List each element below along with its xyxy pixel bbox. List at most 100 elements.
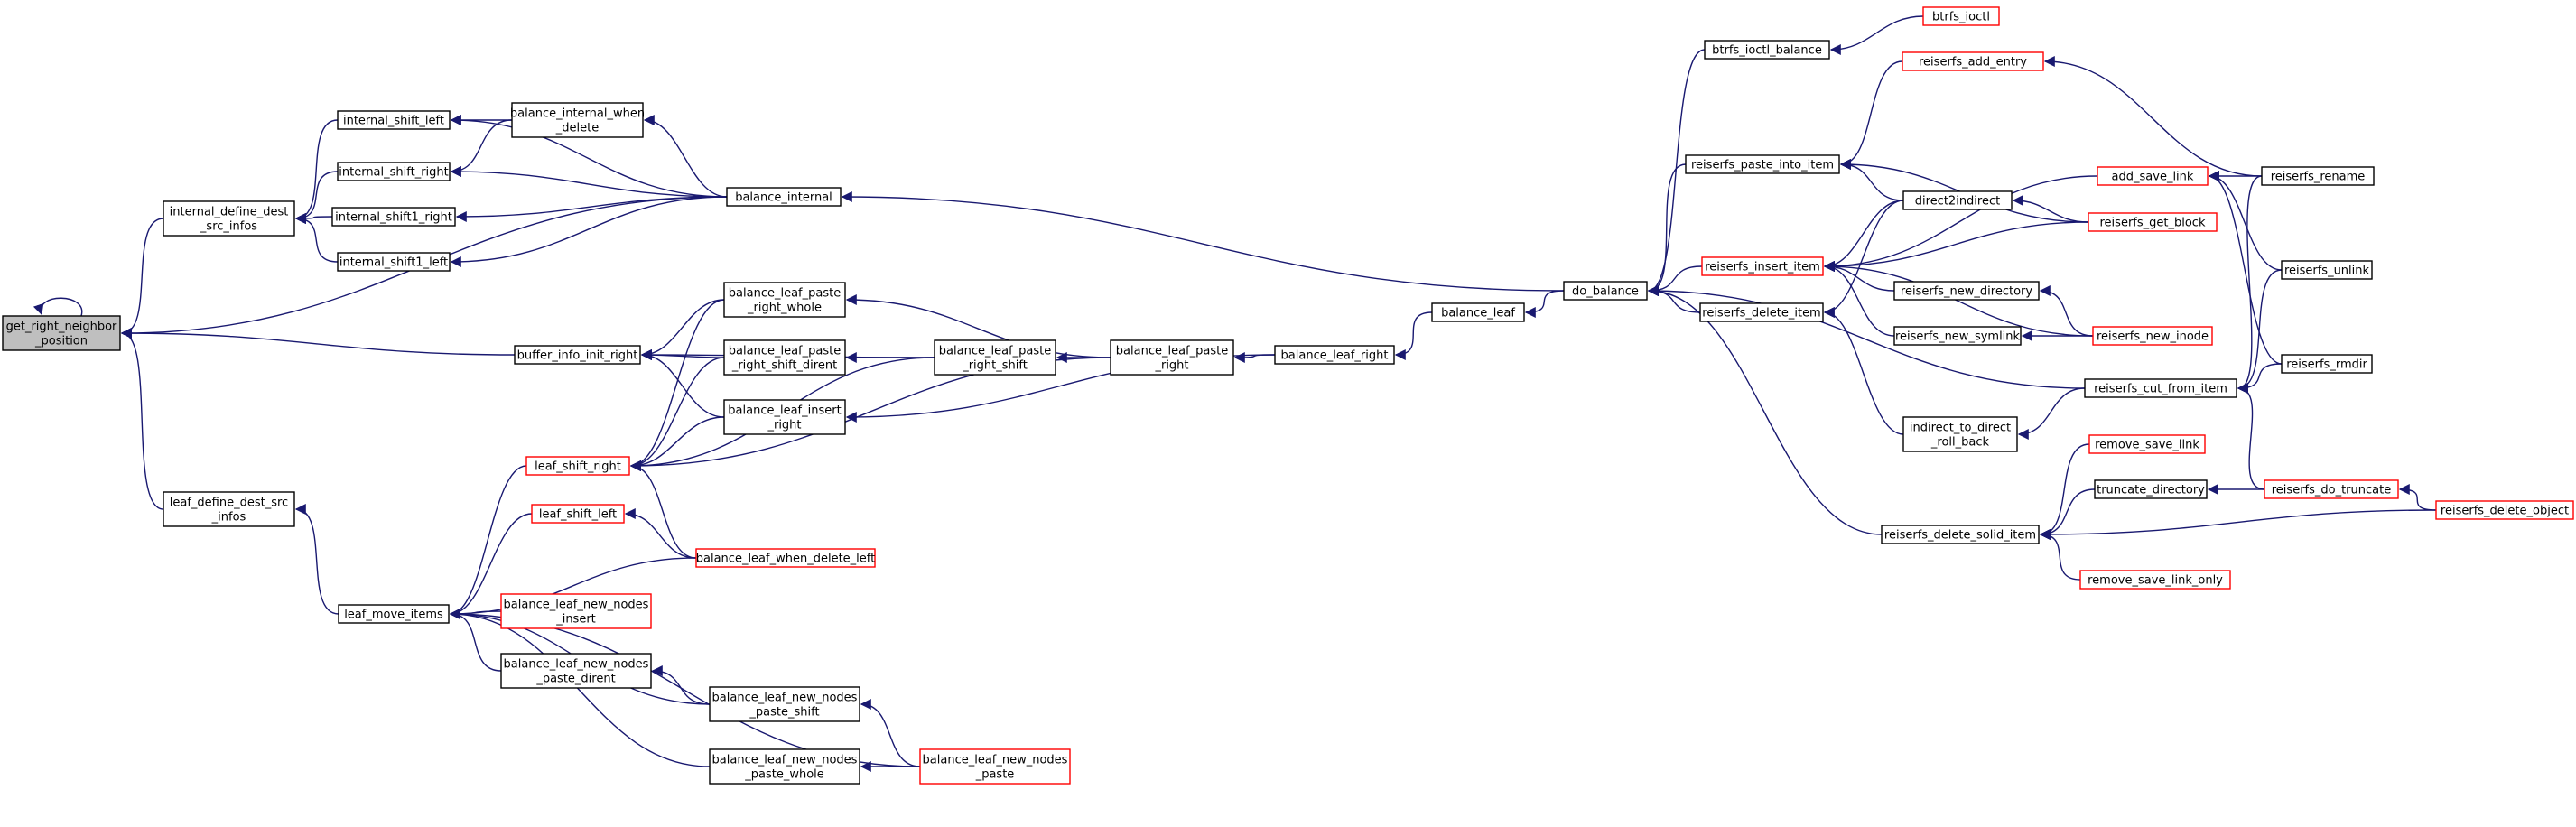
node-blpr[interactable]: balance_leaf_paste_right: [1110, 339, 1234, 376]
node-biir[interactable]: buffer_info_init_right: [514, 345, 641, 365]
edge-bi-to-isr: [450, 166, 728, 198]
node-blprs[interactable]: balance_leaf_paste_right_shift: [934, 339, 1056, 376]
node-blnnpd[interactable]: balance_leaf_new_nodes_paste_dirent: [500, 653, 652, 689]
edge-rcfi-to-db: [1647, 285, 2086, 389]
node-rren[interactable]: reiserfs_rename: [2261, 166, 2375, 186]
node-blir[interactable]: balance_leaf_insert_right: [723, 399, 846, 435]
node-box-asl: [2097, 166, 2209, 186]
node-box-rsl: [2088, 434, 2206, 454]
node-blprsd[interactable]: balance_leaf_paste_right_shift_dirent: [723, 339, 846, 376]
node-label-asl-line0: add_save_link: [2112, 171, 2194, 184]
node-lmi[interactable]: leaf_move_items: [338, 604, 450, 624]
node-box-lsr: [525, 456, 630, 476]
edge-db-to-bl: [1524, 290, 1565, 318]
node-rnd[interactable]: reiserfs_new_directory: [1893, 281, 2040, 301]
node-rcfi[interactable]: reiserfs_cut_from_item: [2084, 378, 2237, 398]
node-rae[interactable]: reiserfs_add_entry: [1902, 51, 2044, 71]
node-rpii[interactable]: reiserfs_paste_into_item: [1685, 154, 1840, 174]
node-rdo[interactable]: reiserfs_delete_object: [2435, 500, 2574, 520]
node-label-blprsd-line1: _right_shift_dirent: [731, 359, 837, 373]
edge-idsi-to-root: [120, 218, 164, 339]
node-label-runl-line0: reiserfs_unlink: [2284, 265, 2370, 278]
node-i2d[interactable]: indirect_to_direct_roll_back: [1902, 416, 2018, 452]
node-rdi[interactable]: reiserfs_delete_item: [1699, 302, 1824, 322]
node-box-rdt: [2264, 479, 2399, 499]
node-label-blir-line0: balance_leaf_insert: [728, 404, 841, 418]
node-idsi[interactable]: internal_define_dest_src_infos: [163, 200, 295, 237]
node-box-td: [2094, 479, 2208, 499]
edge-lsr-to-lmi: [449, 465, 527, 619]
node-box-rgb: [2088, 212, 2218, 232]
node-isr[interactable]: internal_shift_right: [337, 162, 451, 181]
node-bl[interactable]: balance_leaf: [1431, 302, 1525, 322]
node-label-blnnpw-line1: _paste_whole: [744, 768, 824, 782]
edge-runl-to-asl: [2208, 171, 2283, 271]
node-rgb[interactable]: reiserfs_get_block: [2088, 212, 2218, 232]
node-lsl[interactable]: leaf_shift_left: [531, 504, 625, 524]
node-is1l[interactable]: internal_shift1_left: [337, 252, 451, 272]
node-rsl[interactable]: remove_save_link: [2088, 434, 2206, 454]
edge-blprw-to-lsr: [629, 299, 725, 471]
node-blnni[interactable]: balance_leaf_new_nodes_insert: [500, 593, 652, 629]
node-rdt[interactable]: reiserfs_do_truncate: [2264, 479, 2399, 499]
edge-rnd-to-rii: [1823, 261, 1895, 292]
edge-rni-to-rnd: [2039, 285, 2094, 337]
node-blprw[interactable]: balance_leaf_paste_right_whole: [723, 282, 846, 318]
node-lsr[interactable]: leaf_shift_right: [525, 456, 630, 476]
node-isl[interactable]: internal_shift_left: [337, 110, 451, 130]
edge-db-to-bi: [841, 191, 1565, 292]
node-label-rdi-line0: reiserfs_delete_item: [1702, 307, 1820, 321]
node-is1r[interactable]: internal_shift1_right: [331, 207, 456, 227]
node-box-bl: [1431, 302, 1525, 322]
node-box-blir: [723, 399, 846, 435]
edge-rdo-to-rdt: [2398, 484, 2437, 511]
node-rii[interactable]: reiserfs_insert_item: [1701, 256, 1824, 276]
node-label-is1r-line0: internal_shift1_right: [335, 211, 452, 225]
node-label-bl-line0: balance_leaf: [1441, 307, 1515, 321]
node-box-rns: [1893, 326, 2022, 346]
node-label-blprsd-line0: balance_leaf_paste: [729, 345, 841, 358]
node-rrmd[interactable]: reiserfs_rmdir: [2281, 354, 2373, 374]
node-blnnps[interactable]: balance_leaf_new_nodes_paste_shift: [709, 686, 860, 722]
node-box-blprs: [934, 339, 1056, 376]
node-rni[interactable]: reiserfs_new_inode: [2092, 326, 2213, 346]
node-box-idsi: [163, 200, 295, 237]
node-label-rrmd-line0: reiserfs_rmdir: [2286, 358, 2367, 372]
edge-blir-to-lsr: [629, 416, 725, 471]
node-bioc[interactable]: btrfs_ioctl: [1922, 6, 2000, 26]
node-label-i2d-line0: indirect_to_direct: [1910, 422, 2011, 435]
node-blnnpw[interactable]: balance_leaf_new_nodes_paste_whole: [709, 748, 860, 785]
node-d2i[interactable]: direct2indirect: [1902, 190, 2013, 210]
node-bldl[interactable]: balance_leaf_when_delete_left: [695, 548, 876, 568]
node-box-blnnpw: [709, 748, 860, 785]
node-blr[interactable]: balance_leaf_right: [1274, 345, 1395, 365]
node-asl[interactable]: add_save_link: [2097, 166, 2209, 186]
edge-blnnp-to-blnnps: [860, 699, 921, 767]
node-rns[interactable]: reiserfs_new_symlink: [1893, 326, 2022, 346]
node-runl[interactable]: reiserfs_unlink: [2281, 260, 2373, 280]
node-label-biir-line0: buffer_info_init_right: [517, 349, 638, 363]
node-label-blnnpd-line1: _paste_dirent: [535, 673, 615, 686]
edge-rdt-to-rcfi: [2237, 383, 2265, 490]
node-label-blnnpd-line0: balance_leaf_new_nodes: [504, 658, 649, 672]
node-blnnp[interactable]: balance_leaf_new_nodes_paste: [919, 748, 1071, 785]
node-box-d2i: [1902, 190, 2013, 210]
node-label-rslo-line0: remove_save_link_only: [2088, 574, 2223, 588]
node-label-isr-line0: internal_shift_right: [339, 166, 449, 180]
node-root[interactable]: get_right_neighbor_position: [2, 315, 121, 351]
node-bi[interactable]: balance_internal: [726, 187, 842, 207]
node-db[interactable]: do_balance: [1563, 281, 1648, 301]
node-ldsi[interactable]: leaf_define_dest_src_infos: [163, 491, 295, 527]
node-bib[interactable]: btrfs_ioctl_balance: [1704, 40, 1830, 60]
edge-rgb-to-rii: [1823, 221, 2089, 272]
node-label-lsl-line0: leaf_shift_left: [539, 508, 617, 522]
node-label-i2d-line1: _roll_back: [1930, 436, 1990, 450]
node-td[interactable]: truncate_directory: [2094, 479, 2208, 499]
node-rdsi[interactable]: reiserfs_delete_solid_item: [1881, 525, 2040, 544]
node-biwd[interactable]: balance_internal_when_delete: [510, 102, 645, 138]
edge-td-to-rdsi: [2039, 488, 2096, 540]
node-label-blir-line1: _right: [767, 419, 801, 432]
edge-rae-to-rpii: [1839, 60, 1903, 170]
node-rslo[interactable]: remove_save_link_only: [2079, 570, 2231, 590]
